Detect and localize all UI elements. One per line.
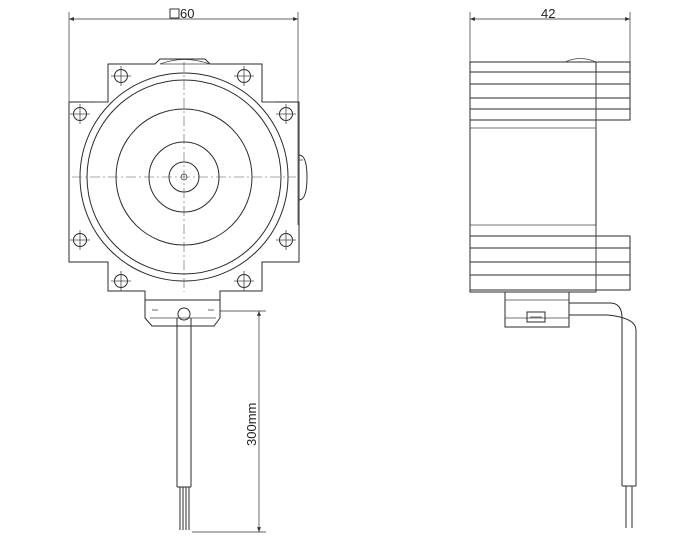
cable-length-label: 300mm: [244, 403, 259, 446]
mounting-hole-icon: [111, 66, 131, 86]
cable-exit-block: [144, 300, 221, 327]
lower-ribs: [470, 224, 631, 292]
motor-body: [469, 61, 597, 293]
depth-label: 42: [541, 6, 555, 21]
depth-dimension: 42: [469, 6, 631, 62]
cable: [176, 318, 192, 530]
mounting-hole-icon: [234, 66, 254, 86]
square-symbol-icon: [169, 8, 180, 19]
mounting-hole-icon: [276, 104, 296, 124]
front-view: 60: [68, 6, 308, 533]
mounting-hole-icon: [70, 104, 90, 124]
width-label: 60: [180, 6, 194, 21]
mounting-hole-icon: [70, 230, 90, 250]
side-boss: [298, 154, 308, 201]
mounting-holes: [70, 66, 296, 291]
mounting-hole-icon: [276, 230, 296, 250]
side-view: 42: [469, 6, 637, 528]
side-cable-exit: [504, 291, 570, 328]
mounting-hole-icon: [111, 271, 131, 291]
flange-outline: [68, 58, 300, 301]
upper-ribs: [470, 58, 631, 130]
mounting-hole-icon: [234, 271, 254, 291]
cable-length-dimension: 300mm: [192, 310, 266, 533]
side-cable: [569, 302, 637, 528]
